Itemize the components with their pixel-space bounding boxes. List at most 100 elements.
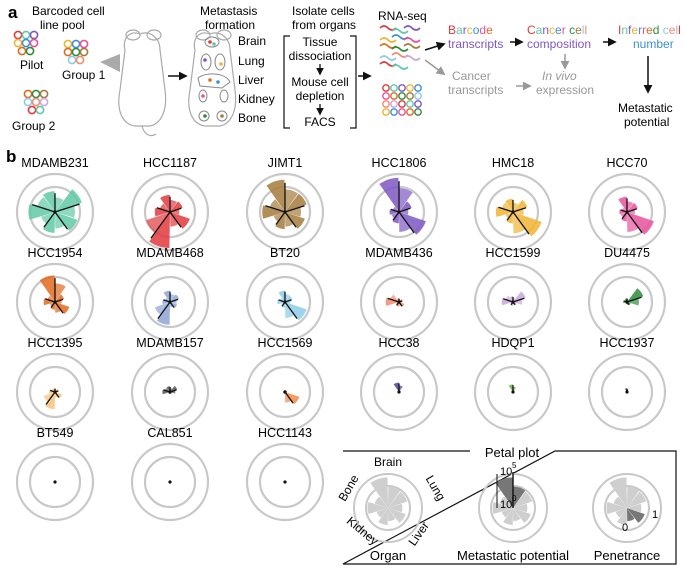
barcode-grid-dot bbox=[398, 84, 406, 92]
legend-petal-mark bbox=[609, 477, 627, 508]
barcode-cell-dot bbox=[79, 47, 89, 57]
outer-ring bbox=[245, 262, 325, 342]
center-dot bbox=[625, 390, 629, 394]
petal-plot-hcc1599: HCC1599 bbox=[473, 246, 553, 342]
petal-mark bbox=[55, 294, 64, 302]
potential-tick-mark bbox=[169, 211, 182, 228]
petal-plot-hcc1937: HCC1937 bbox=[587, 336, 667, 432]
pilot-label: Pilot bbox=[20, 58, 44, 72]
potential-tick-mark bbox=[45, 391, 56, 405]
petal-plot-hcc38: HCC38 bbox=[359, 336, 439, 432]
petal-mark bbox=[170, 201, 183, 212]
petal-mark bbox=[160, 194, 170, 212]
petal-mark bbox=[505, 295, 513, 302]
barcode-cell-dot bbox=[21, 30, 31, 40]
potential-tick-mark bbox=[54, 203, 80, 213]
petal-mark bbox=[285, 212, 305, 229]
potential-tick-mark bbox=[626, 296, 642, 303]
cell-line-name: MDAMB231 bbox=[21, 156, 88, 170]
petal-mark bbox=[273, 212, 285, 222]
barcode-cell-dot bbox=[35, 105, 45, 115]
legend-organ-kidney: Kidney bbox=[344, 514, 381, 548]
petal-mark bbox=[513, 291, 526, 302]
inner-ring bbox=[28, 275, 82, 329]
barcode-cell-dot bbox=[67, 55, 77, 65]
center-dot bbox=[53, 480, 57, 484]
petal-plot-hcc70: HCC70 bbox=[587, 156, 667, 252]
legend-petal-mark bbox=[513, 491, 533, 508]
petal-mark bbox=[399, 188, 413, 212]
rna-read-mark bbox=[391, 28, 409, 34]
barcode-grid-dot bbox=[390, 92, 398, 100]
legend-organ-brain: Brain bbox=[374, 455, 402, 469]
barcode-cell-dot bbox=[75, 55, 85, 65]
center-dot bbox=[53, 390, 57, 394]
inner-ring bbox=[143, 185, 197, 239]
barcode-grid-dot bbox=[398, 108, 406, 116]
cell-line-name: JIMT1 bbox=[268, 156, 303, 170]
center-dot bbox=[168, 210, 172, 214]
potential-tick-mark bbox=[169, 207, 182, 213]
potential-tick-mark bbox=[156, 207, 171, 213]
inner-ring bbox=[600, 275, 654, 329]
inner-ring bbox=[486, 275, 540, 329]
petal-mark bbox=[266, 179, 285, 212]
legend-petal-mark bbox=[627, 508, 645, 523]
petal-mark bbox=[55, 212, 78, 231]
barcode-grid-dot bbox=[414, 108, 422, 116]
petal-mark bbox=[43, 392, 55, 402]
invivo-line1: In vivo bbox=[542, 69, 577, 83]
legend-petal-mark bbox=[513, 486, 526, 508]
petal-mark bbox=[166, 386, 170, 392]
organ-kidney: Kidney bbox=[238, 92, 275, 106]
petal-mark bbox=[285, 189, 298, 212]
barcode-cell-dot bbox=[23, 97, 33, 107]
pool-title-line1: Barcoded cell bbox=[32, 4, 105, 18]
barcode-grid-dot bbox=[390, 108, 398, 116]
legend-potential-label: Metastatic potential bbox=[457, 548, 569, 563]
potential-tick-mark bbox=[265, 205, 286, 213]
legend-petal-mark bbox=[374, 496, 388, 508]
organ-brain: Brain bbox=[238, 34, 266, 48]
formation-title-line1: Metastasis bbox=[200, 4, 257, 18]
inner-ring bbox=[372, 275, 426, 329]
potential-tick-mark bbox=[284, 211, 297, 228]
inferred-line1: Inferred cell bbox=[618, 23, 681, 37]
legend-box: Petal plot Brain Lung Liver Kidney Bone … bbox=[335, 445, 677, 565]
barcode-grid-dot bbox=[398, 100, 406, 108]
barcode-cell-dot bbox=[25, 46, 35, 56]
cell-line-name: HCC38 bbox=[379, 336, 420, 350]
potential-tick-mark bbox=[150, 211, 171, 239]
petal-mark bbox=[385, 298, 399, 306]
legend-potential-plot bbox=[478, 472, 548, 543]
outer-ring bbox=[130, 262, 210, 342]
petal-mark bbox=[170, 294, 175, 302]
legend-petal-mark bbox=[376, 508, 388, 518]
outer-ring bbox=[473, 172, 553, 252]
legend-petal-mark bbox=[627, 503, 642, 513]
petal-plot-du4475: DU4475 bbox=[587, 246, 667, 342]
petal-mark bbox=[390, 294, 399, 302]
petal-mark bbox=[285, 295, 293, 302]
petal-mark bbox=[156, 302, 170, 325]
invivo-line2: expression bbox=[536, 83, 594, 97]
arrow-to-barcode-icon bbox=[424, 41, 446, 51]
petal-mark bbox=[513, 202, 519, 212]
petal-mark bbox=[170, 294, 179, 302]
barcode-cell-dot bbox=[13, 30, 23, 40]
barcode-cell-dot bbox=[71, 39, 81, 49]
center-dot bbox=[511, 300, 515, 304]
rnaseq-title: RNA-seq bbox=[378, 9, 427, 23]
petal-mark bbox=[285, 392, 300, 405]
petal-mark bbox=[619, 209, 627, 215]
petal-mark bbox=[43, 212, 55, 233]
legend-pen-tick-1: 1 bbox=[652, 509, 658, 521]
petal-mark bbox=[392, 206, 399, 212]
barcode-grid-dot bbox=[414, 92, 422, 100]
left-bracket-icon bbox=[283, 35, 290, 129]
legend-petal-mark bbox=[388, 491, 408, 508]
potential-tick-mark bbox=[387, 297, 400, 303]
petal-mark bbox=[277, 299, 285, 305]
inner-ring bbox=[486, 185, 540, 239]
legend-pen-tick-0: 0 bbox=[622, 522, 628, 534]
